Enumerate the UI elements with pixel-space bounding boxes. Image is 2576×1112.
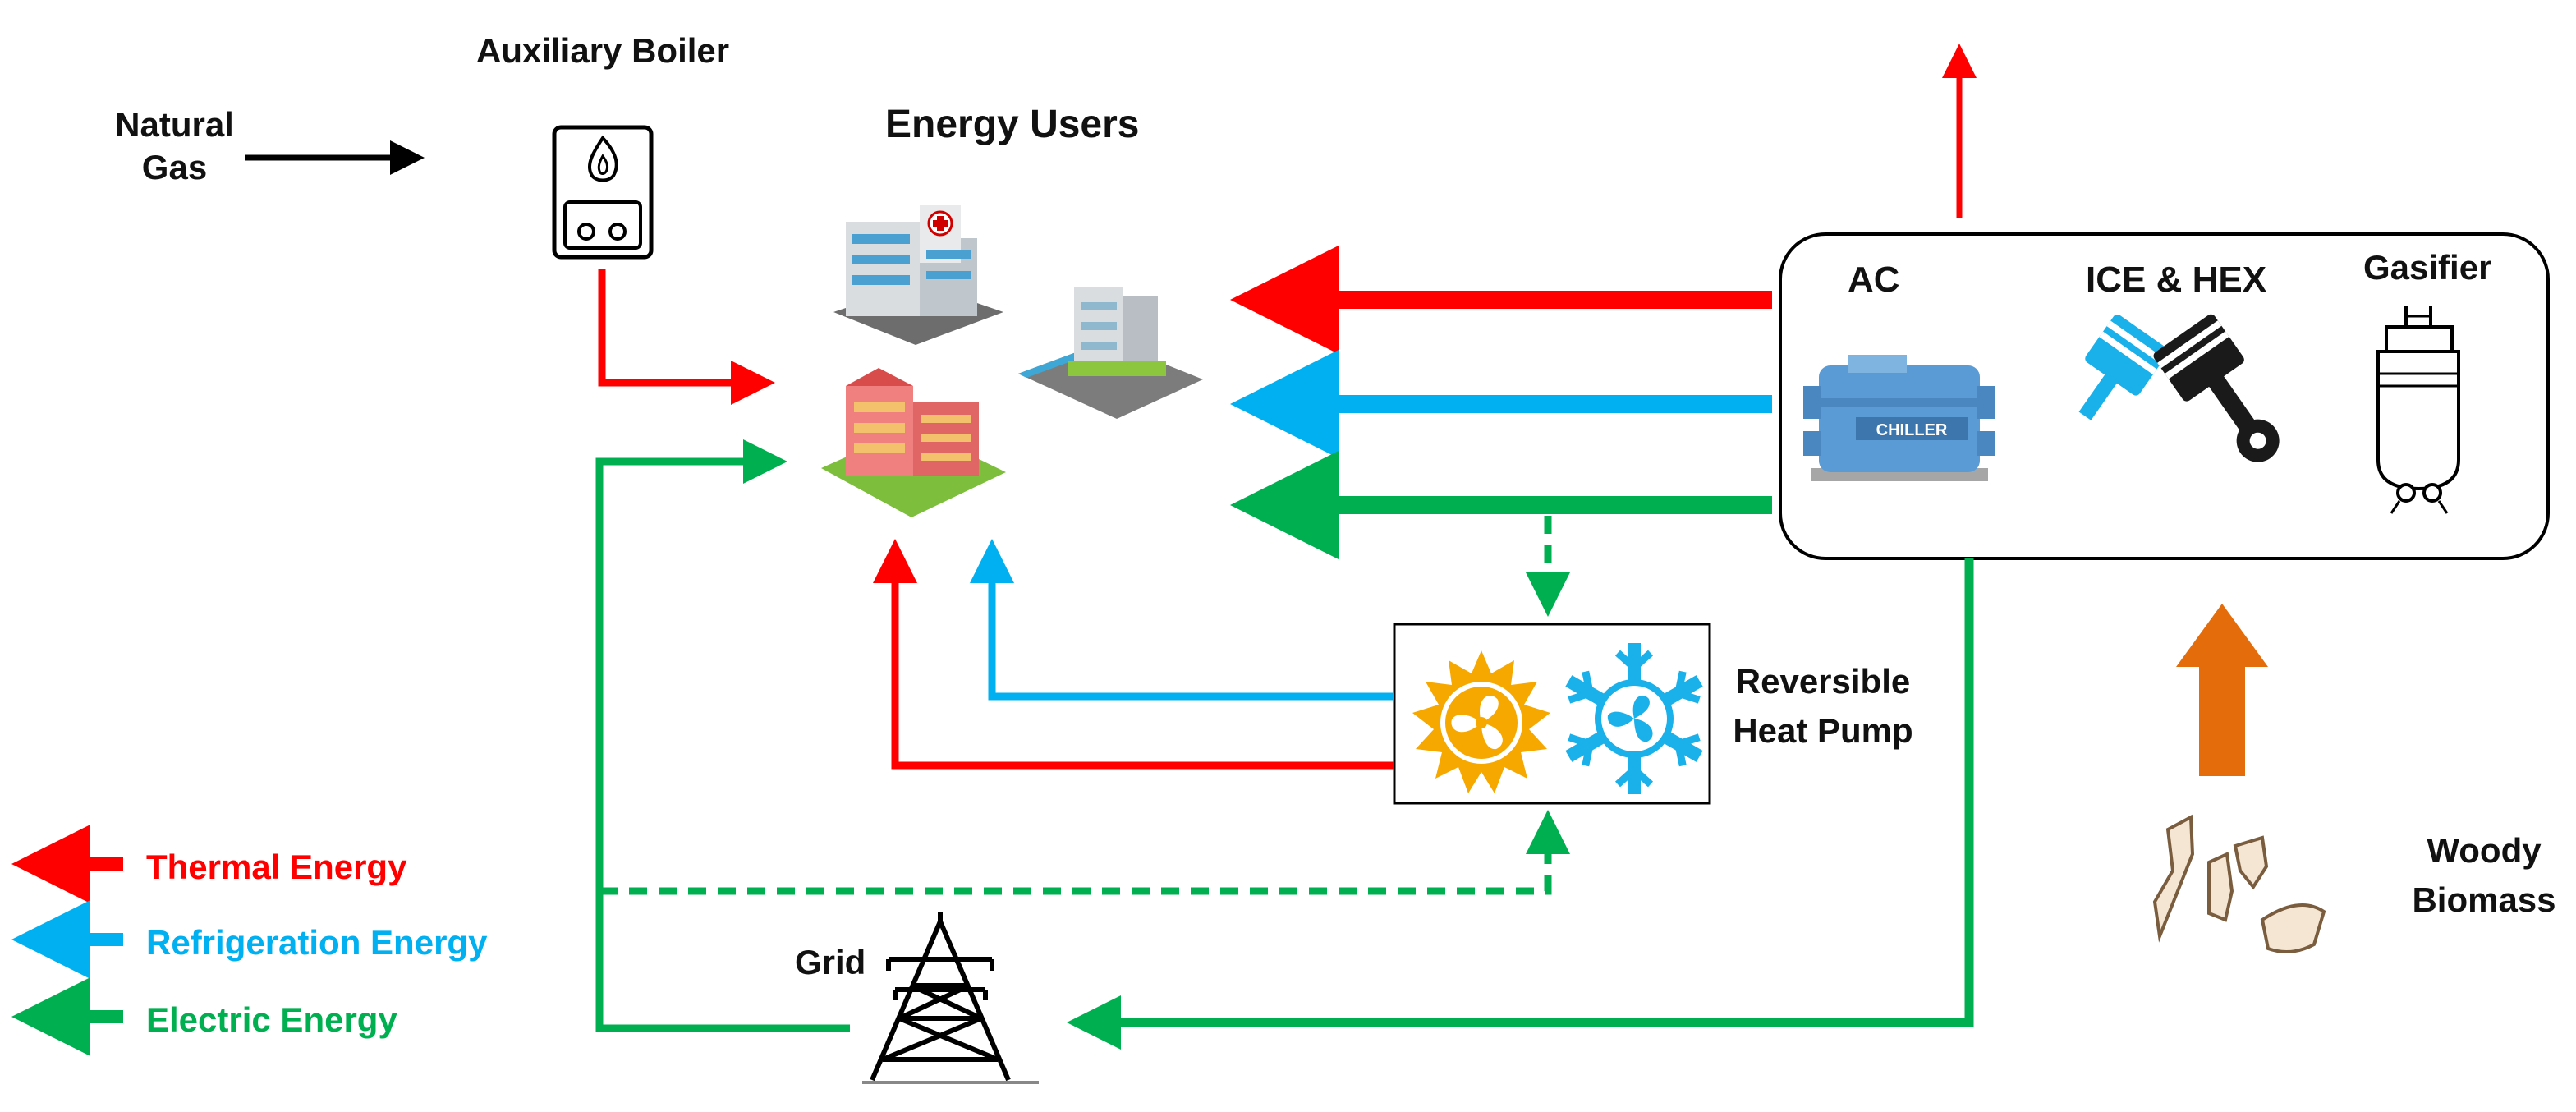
heat-pump-line: Heat Pump [1733,711,1913,750]
chiller-icon: CHILLER [1803,355,1995,481]
reversible-heat-pump-label: Reversible Heat Pump [1716,657,1930,756]
natural-gas-label: Natural Gas [103,103,246,189]
pylon-icon [862,912,1039,1084]
wood-chips-icon [2152,814,2326,953]
auxiliary-boiler-label: Auxiliary Boiler [476,31,730,70]
woody-biomass-label: Woody Biomass [2406,826,2562,925]
boiler-icon [552,125,654,260]
gasifier-label: Gasifier [2363,248,2492,287]
biomass-arrow [2176,604,2268,776]
boiler-thermal-line [598,269,775,405]
heat-pump-refrigeration-line [970,539,1394,701]
legend-refrigeration-label: Refrigeration Energy [146,923,488,962]
chiller-text: CHILLER [1876,421,1948,439]
ac-label: AC [1848,260,1900,300]
grid-label: Grid [795,943,866,981]
natural-gas-line-1: Natural [115,105,234,144]
heat-pump-thermal-line [873,539,1394,770]
energy-users-label: Energy Users [885,103,1140,146]
legend-electric-label: Electric Energy [146,1000,397,1039]
reversible-line: Reversible [1735,662,1911,701]
woody-line: Woody [2427,831,2542,870]
snowflake-fan-icon [1565,643,1703,794]
buildings-icon [821,205,1203,517]
grid-to-heat-pump-dashed [599,810,1570,895]
grid-electric-line [595,439,850,1032]
legend-thermal-label: Thermal Energy [146,848,407,886]
ice-hex-label: ICE & HEX [2086,260,2267,300]
natural-gas-line-2: Gas [141,148,208,186]
gasifier-icon [2376,306,2460,514]
sun-fan-icon [1412,650,1550,793]
chp-to-grid-line [1067,558,1974,1050]
piston-icon [2078,314,2280,462]
biomass-line: Biomass [2412,880,2556,919]
